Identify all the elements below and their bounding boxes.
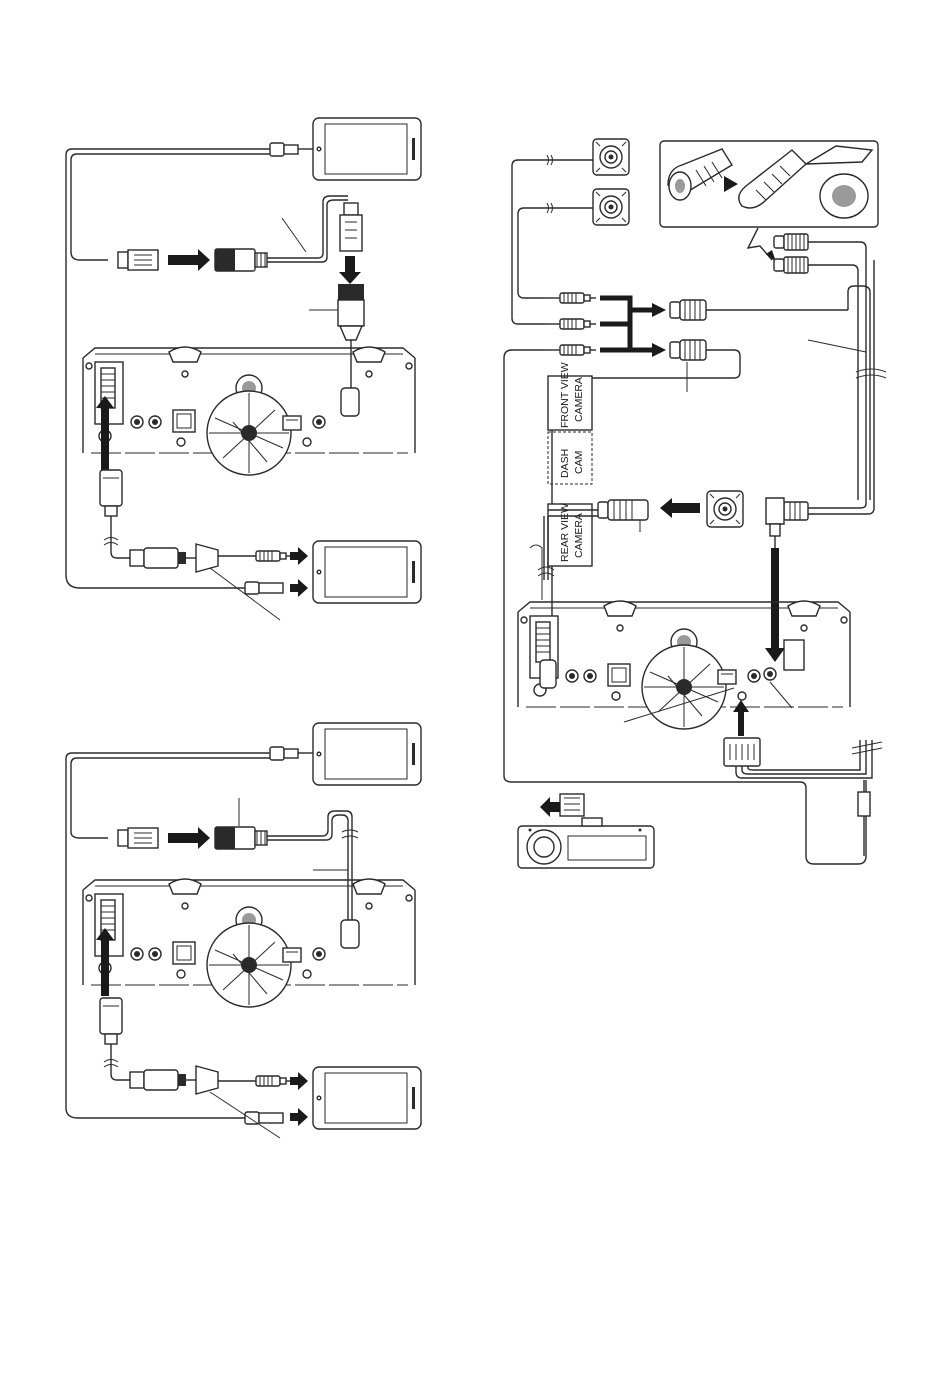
arrow-right-icon <box>168 827 210 849</box>
diagram-usb-av-direct <box>66 723 421 1138</box>
fuse-holder <box>858 792 870 816</box>
arrow-right-icon <box>168 249 210 271</box>
usb-a-plug <box>118 250 158 270</box>
rca-jack-1 <box>593 139 629 175</box>
rca-plug <box>560 345 596 355</box>
usb-extension-female <box>215 249 267 271</box>
diagram-cameras-and-remote: FRONT VIEW CAMERA DASH CAM REAR VIEW CAM… <box>504 139 886 868</box>
callout-line <box>770 682 792 708</box>
arrow-up-icon <box>96 928 114 996</box>
rca-female-front <box>670 300 848 320</box>
callout-line <box>210 568 280 620</box>
front-view-camera-label: FRONT VIEW CAMERA <box>548 362 592 430</box>
rear-view-camera-line1: REAR VIEW <box>559 503 571 562</box>
av-adapter <box>196 1066 218 1094</box>
smartphone-bottom <box>313 1067 421 1129</box>
rca-jack-2 <box>593 189 629 225</box>
smartphone-bottom <box>313 541 421 603</box>
rca-jack-camera <box>707 491 743 527</box>
arrow-down-icon <box>765 548 785 662</box>
arrow-left-icon <box>660 498 700 518</box>
rca-plug <box>560 319 596 329</box>
arrow-right-icon <box>290 579 308 597</box>
head-unit-rear-panel-1 <box>83 347 415 475</box>
rear-view-camera-line2: CAMERA <box>573 513 585 558</box>
usb-extension-female <box>215 827 267 849</box>
rca-plug <box>256 1076 292 1086</box>
dash-cam-line1: DASH <box>559 449 571 478</box>
dash-cam-line2: CAM <box>573 451 585 474</box>
arrow-right-icon <box>652 303 666 317</box>
arrow-down-icon <box>339 256 361 284</box>
diagram-usb-av-with-adapter <box>66 118 421 620</box>
rear-view-camera-label: REAR VIEW CAMERA <box>548 503 592 566</box>
callout-line <box>282 218 306 252</box>
arrow-right-icon <box>652 343 666 357</box>
arrow-left-icon <box>540 797 560 817</box>
mini-plug-remote <box>766 498 874 548</box>
smartphone-top <box>313 118 421 180</box>
taping-inset <box>660 141 878 227</box>
arrow-up-icon <box>733 700 749 736</box>
av-adapter <box>196 544 218 572</box>
rca-plug <box>256 551 292 561</box>
head-unit-rear-panel-2 <box>83 879 415 1007</box>
split-rca-pair <box>774 234 866 500</box>
smartphone-top <box>313 723 421 785</box>
front-view-camera-line1: FRONT VIEW <box>559 362 571 428</box>
front-view-camera-line2: CAMERA <box>573 377 585 422</box>
arrow-right-icon <box>290 1108 308 1126</box>
dash-cam-device <box>518 794 654 868</box>
rca-plug <box>560 293 596 303</box>
arrow-up-icon <box>96 396 114 470</box>
usb-a-plug <box>118 828 158 848</box>
arrow-right-icon <box>290 547 308 565</box>
arrow-right-icon <box>290 1072 308 1090</box>
dash-cam-label: DASH CAM <box>548 432 592 484</box>
